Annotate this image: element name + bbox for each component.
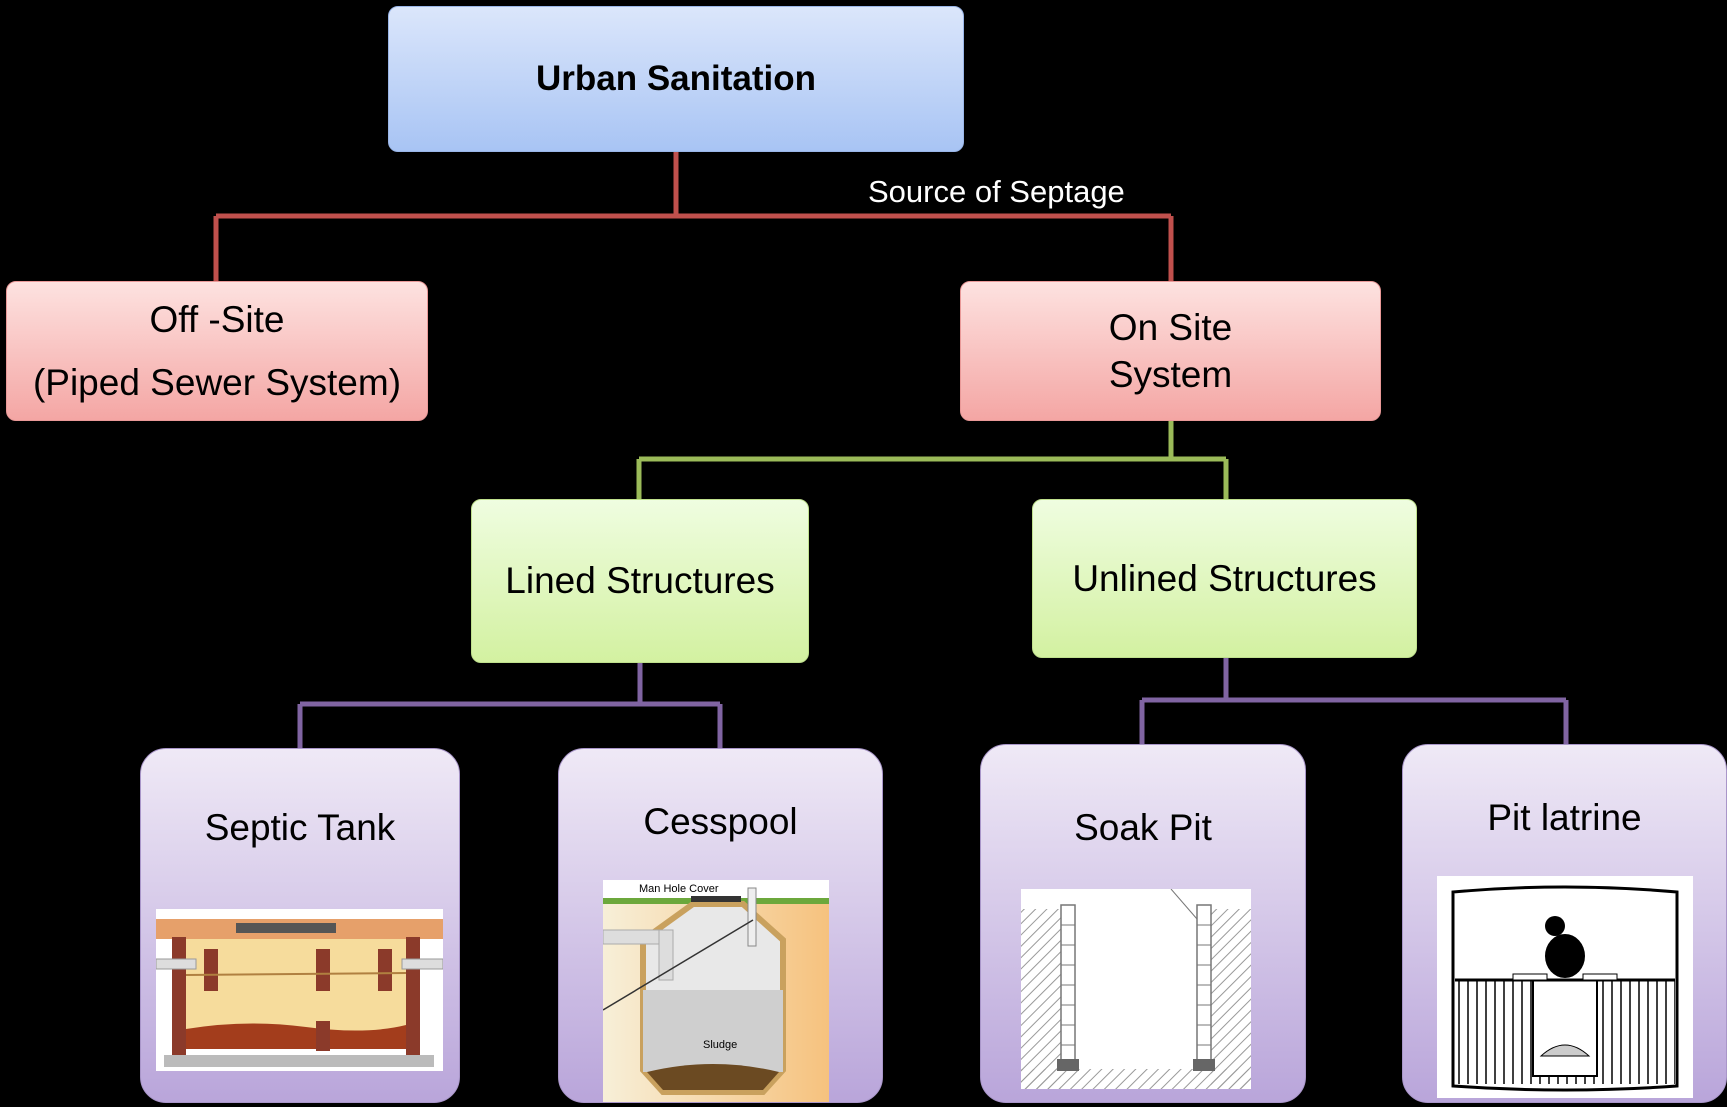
lined-structures-label: Lined Structures xyxy=(505,560,775,601)
soak-pit-node: Soak Pit xyxy=(980,744,1306,1103)
connector-root-to-level1 xyxy=(213,152,1174,281)
urban-sanitation-label: Urban Sanitation xyxy=(535,59,817,98)
on-site-label-line1: On Site xyxy=(1108,306,1233,348)
septic-tank-node: Septic Tank xyxy=(140,748,460,1103)
cesspool-node: Cesspool Man Hole Cover Sludge xyxy=(558,748,883,1103)
cesspool-illustration: Man Hole Cover Sludge xyxy=(603,880,829,1102)
connector-unlined-to-leaves xyxy=(1139,657,1569,744)
connector-lined-to-leaves xyxy=(297,662,723,748)
cesspool-label: Cesspool xyxy=(643,801,798,842)
pit-latrine-node: Pit latrine xyxy=(1402,744,1727,1103)
off-site-label-line2: (Piped Sewer System) xyxy=(32,362,402,403)
on-site-label-line2: System xyxy=(1108,354,1233,395)
soak-pit-label: Soak Pit xyxy=(1074,807,1212,848)
on-site-system-node: On Site System xyxy=(960,281,1381,421)
septic-tank-label: Septic Tank xyxy=(204,807,396,848)
cesspool-man-hole-cover-text: Man Hole Cover xyxy=(639,883,719,895)
pit-latrine-illustration xyxy=(1437,876,1693,1098)
source-of-septage-label: Source of Septage xyxy=(868,174,1125,209)
unlined-structures-label: Unlined Structures xyxy=(1072,557,1377,599)
connector-onsite-to-structures xyxy=(636,420,1229,499)
septic-tank-illustration xyxy=(156,909,443,1071)
lined-structures-node: Lined Structures xyxy=(471,499,809,663)
cesspool-sludge-text: Sludge xyxy=(703,1039,737,1051)
off-site-label-line1: Off -Site xyxy=(149,298,285,340)
off-site-node: Off -Site (Piped Sewer System) xyxy=(6,281,428,421)
urban-sanitation-node: Urban Sanitation xyxy=(388,6,964,152)
pit-latrine-label: Pit latrine xyxy=(1487,797,1642,838)
unlined-structures-node: Unlined Structures xyxy=(1032,499,1417,658)
soak-pit-illustration xyxy=(1021,889,1251,1089)
